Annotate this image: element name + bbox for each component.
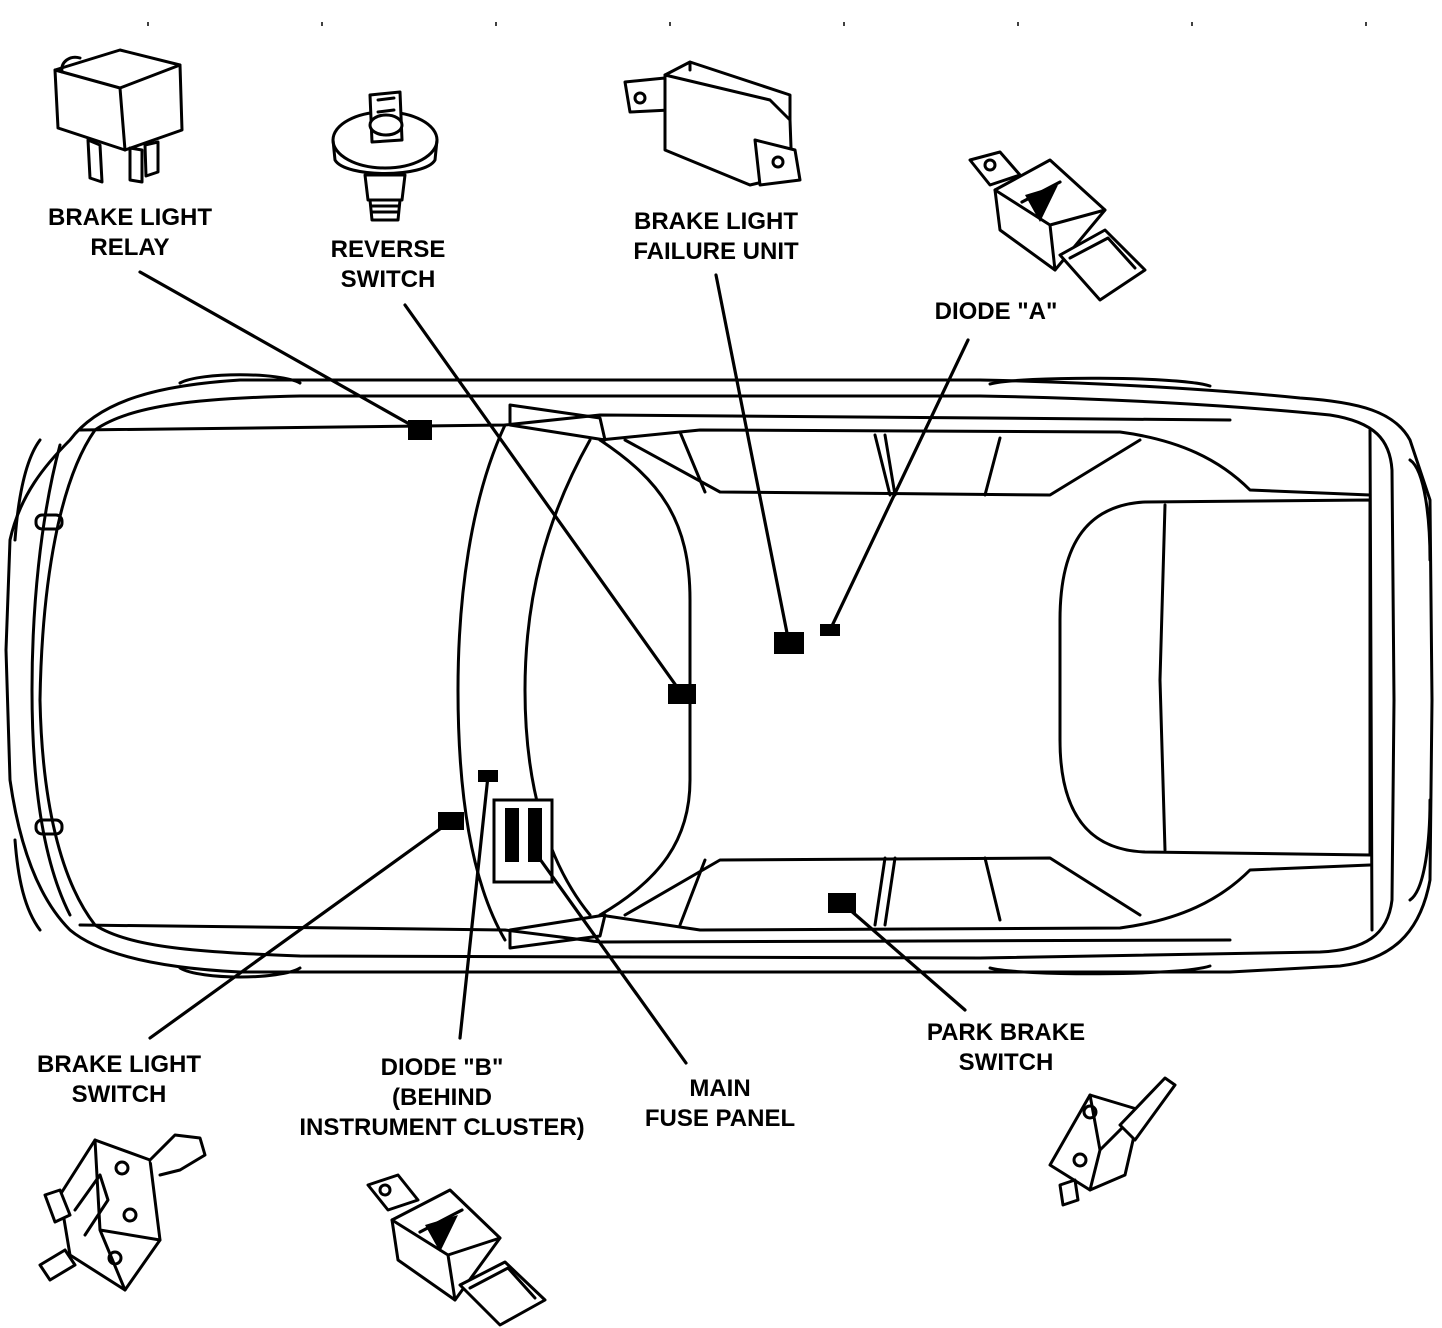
park-brake-switch-label-line2: SWITCH bbox=[958, 1049, 1054, 1076]
diode-a-label-line1: DIODE "A" bbox=[934, 298, 1058, 325]
failure-unit-label-line2: FAILURE UNIT bbox=[633, 238, 799, 265]
micro-switch-icon bbox=[38, 1133, 207, 1292]
diode-icon bbox=[968, 150, 1147, 302]
main-fuse-panel-label-line1: MAIN bbox=[689, 1075, 751, 1102]
car-outline-icon bbox=[4, 373, 1434, 979]
failure-unit-leader-line bbox=[714, 273, 791, 645]
diode-a-label: DIODE "A" bbox=[916, 297, 1076, 327]
park-brake-switch-leader-line bbox=[840, 901, 967, 1012]
micro-switch-icon bbox=[1048, 1076, 1177, 1207]
tick-marks bbox=[147, 22, 1367, 26]
brake-light-relay-label: BRAKE LIGHT RELAY bbox=[30, 203, 230, 263]
brake-light-switch-label-line1: BRAKE LIGHT bbox=[37, 1051, 201, 1078]
diode-b-label: DIODE "B" (BEHIND INSTRUMENT CLUSTER) bbox=[282, 1053, 602, 1143]
relay-icon bbox=[53, 48, 184, 184]
brake-light-failure-unit-label: BRAKE LIGHT FAILURE UNIT bbox=[616, 207, 816, 267]
brake-light-switch-leader-line bbox=[148, 819, 453, 1040]
diode-b-leader-line bbox=[458, 774, 490, 1040]
diode-b-label-line2: (BEHIND bbox=[392, 1084, 492, 1111]
fuse-panel-icon bbox=[492, 798, 554, 884]
reverse-switch-label: REVERSE SWITCH bbox=[300, 235, 476, 295]
main-fuse-panel-leader-line bbox=[535, 853, 688, 1065]
brake-light-switch-label: BRAKE LIGHT SWITCH bbox=[20, 1050, 218, 1110]
leader-lines bbox=[138, 270, 970, 1065]
diode-a-leader-line bbox=[828, 338, 970, 632]
pressure-switch-icon bbox=[331, 90, 439, 222]
park-brake-switch-label-line1: PARK BRAKE bbox=[926, 1019, 1086, 1046]
park-brake-switch-label: PARK BRAKE SWITCH bbox=[906, 1018, 1106, 1078]
diode-b-label-line3: INSTRUMENT CLUSTER) bbox=[299, 1114, 585, 1141]
diode-icon bbox=[366, 1173, 547, 1327]
brake-light-relay-label-line2: RELAY bbox=[90, 234, 170, 261]
main-fuse-panel-label: MAIN FUSE PANEL bbox=[620, 1074, 820, 1134]
diode-b-label-line1: DIODE "B" bbox=[380, 1054, 504, 1081]
failure-unit-icon bbox=[623, 60, 802, 187]
relay-leader-line bbox=[138, 270, 422, 432]
reverse-switch-leader-line bbox=[403, 303, 684, 696]
brake-light-relay-label-line1: BRAKE LIGHT bbox=[48, 204, 212, 231]
main-fuse-panel-label-line2: FUSE PANEL bbox=[644, 1105, 796, 1132]
reverse-switch-label-line1: REVERSE bbox=[330, 236, 446, 263]
failure-unit-label-line1: BRAKE LIGHT bbox=[634, 208, 798, 235]
reverse-switch-label-line2: SWITCH bbox=[340, 266, 436, 293]
brake-light-switch-label-line2: SWITCH bbox=[71, 1081, 167, 1108]
